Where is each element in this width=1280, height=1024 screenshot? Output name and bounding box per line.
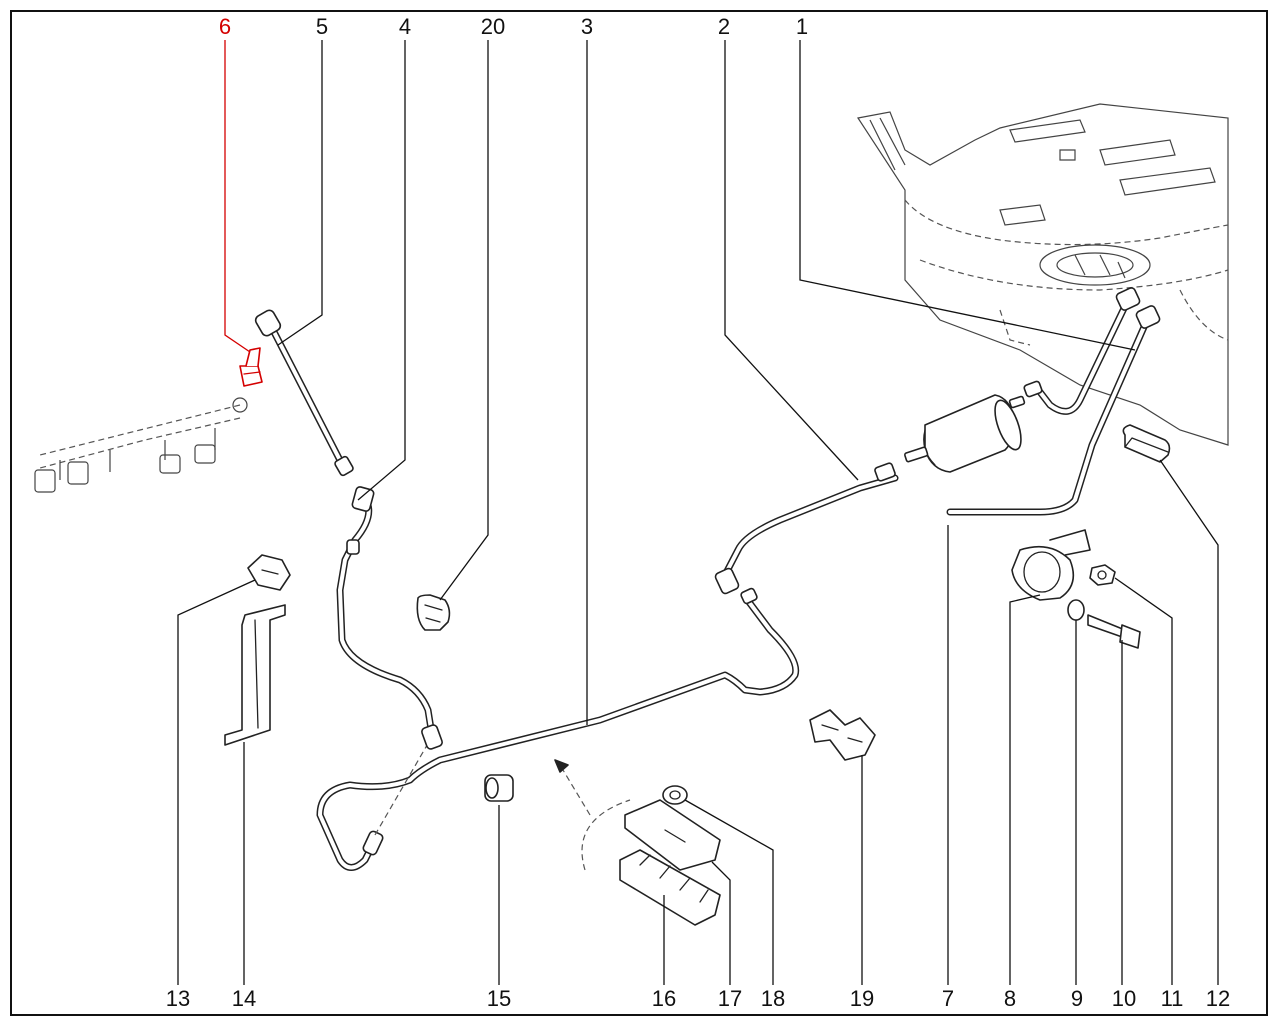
part-20-clip	[416, 594, 451, 631]
part-14-bracket	[224, 604, 286, 746]
part-11-nut	[1089, 564, 1116, 586]
leader-11	[1114, 577, 1173, 985]
part-19-double-clip	[809, 709, 876, 761]
callout-9: 9	[1071, 986, 1083, 1011]
callout-14: 14	[232, 986, 256, 1011]
leader-20	[439, 40, 489, 601]
callout-2: 2	[718, 14, 730, 39]
callout-18: 18	[761, 986, 785, 1011]
leader-17	[711, 861, 731, 985]
part-4-fuel-hose	[336, 486, 443, 750]
part-13-clip	[247, 554, 291, 591]
callout-1: 1	[796, 14, 808, 39]
part-6-fitting	[239, 347, 263, 387]
leader-13	[177, 579, 256, 985]
callout-20: 20	[481, 14, 505, 39]
part-12-rubber-pad	[1122, 424, 1171, 463]
callout-7: 7	[942, 986, 954, 1011]
part-15-bushing	[484, 774, 514, 802]
callout-13: 13	[166, 986, 190, 1011]
leader-5	[277, 40, 323, 346]
part-16-multi-clip	[619, 849, 721, 926]
leader-4	[357, 40, 406, 501]
leader-18	[684, 799, 774, 985]
callout-4: 4	[399, 14, 411, 39]
callout-3: 3	[581, 14, 593, 39]
leader-2	[724, 40, 859, 481]
callout-10: 10	[1112, 986, 1136, 1011]
part-2-fuel-line	[714, 462, 899, 595]
callout-labels: 1 2 3 4 5 6 20 13 14 15 16 17 18 19 7 8 …	[166, 14, 1230, 1011]
callout-12: 12	[1206, 986, 1230, 1011]
part-5-pipe	[254, 309, 354, 477]
leader-6	[224, 40, 251, 353]
callout-15: 15	[487, 986, 511, 1011]
part-3-main-fuel-pipe	[316, 587, 800, 871]
callout-11: 11	[1161, 986, 1184, 1011]
callout-5: 5	[316, 14, 328, 39]
callout-17: 17	[718, 986, 742, 1011]
callout-16: 16	[652, 986, 676, 1011]
part-7-fuel-filter	[904, 380, 1043, 473]
leader-12	[1159, 459, 1219, 985]
part-8-clamp	[1011, 529, 1091, 601]
assembly-direction-arrow	[554, 759, 631, 871]
leader-lines	[177, 40, 1219, 985]
callout-6: 6	[219, 14, 231, 39]
part-1-tank-lines	[946, 287, 1161, 516]
callout-19: 19	[850, 986, 874, 1011]
leader-1	[799, 40, 1136, 351]
part-18-nut	[662, 785, 688, 805]
part-10-bolt	[1087, 614, 1141, 649]
part-9-washer	[1067, 599, 1085, 621]
callout-8: 8	[1004, 986, 1016, 1011]
fuel-rail-injectors	[34, 397, 248, 493]
part-17-bracket-plate	[624, 799, 721, 871]
leader-8	[1009, 594, 1041, 985]
